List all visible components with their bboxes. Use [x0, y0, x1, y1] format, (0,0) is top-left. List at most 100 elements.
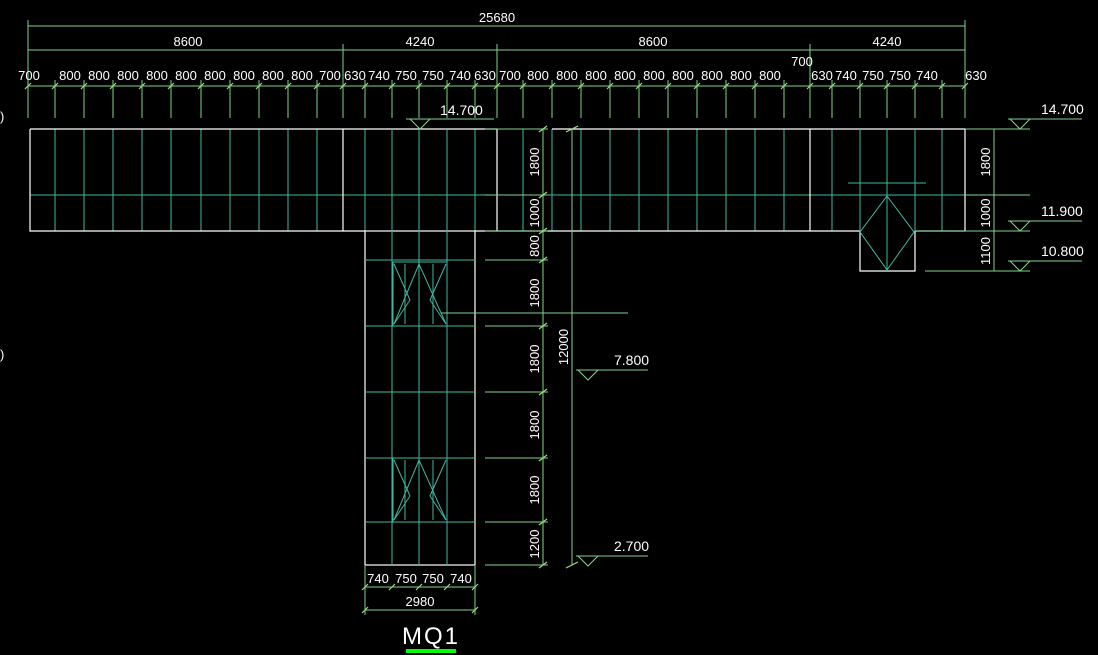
column-window-upper: [392, 261, 448, 327]
bottom-dimensions: 740 750 750 740 2980: [361, 566, 479, 615]
detail-tick: [51, 82, 59, 90]
vertical-tick: [538, 125, 548, 133]
detail-dim-label: 800: [643, 68, 665, 83]
detail-tick: [806, 82, 814, 90]
span-dim-label: 4240: [873, 34, 902, 49]
detail-dim-label: 800: [117, 68, 139, 83]
detail-tick: [109, 82, 117, 90]
level-label: 2.700: [614, 538, 649, 554]
detail-dim-label: 800: [175, 68, 197, 83]
vertical-column-panels: [364, 129, 628, 566]
detail-dim-label: 750: [395, 68, 417, 83]
vertical-dim-label: 1800: [527, 476, 542, 505]
overall-dim-label: 25680: [479, 10, 515, 25]
span-dim-label: 8600: [174, 34, 203, 49]
vertical-dim-label: 1800: [527, 279, 542, 308]
right-vertical-dim-label: 1000: [978, 199, 993, 228]
vertical-tick: [538, 561, 548, 569]
detail-tick: [664, 82, 672, 90]
vertical-tick: [538, 388, 548, 396]
detail-tick: [388, 82, 396, 90]
detail-dim-label: 630: [811, 68, 833, 83]
bottom-tick: [471, 583, 479, 591]
vertical-dimension-chain: 1800 1000 800 1800 1800 1800 1800 1200 1…: [485, 125, 579, 569]
detail-dim-label: 800: [204, 68, 226, 83]
vertical-tick: [538, 454, 548, 462]
top-beam-panels: [29, 128, 966, 232]
detail-dim-label: 700: [791, 54, 813, 69]
detail-dim-label: 800: [88, 68, 110, 83]
level-marker: 14.700: [1008, 101, 1084, 130]
right-vertical-dim-label: 1100: [978, 237, 993, 265]
vertical-tick: [538, 256, 548, 264]
detail-dim-label: 740: [835, 68, 857, 83]
vertical-total-label: 12000: [556, 329, 571, 365]
bottom-dim-label: 740: [367, 571, 389, 586]
detail-tick: [443, 82, 451, 90]
vertical-dim-label: 1800: [527, 345, 542, 374]
vertical-tick: [538, 191, 548, 199]
detail-dim-label: 630: [344, 68, 366, 83]
detail-tick: [197, 82, 205, 90]
detail-dim-label: 750: [862, 68, 884, 83]
bottom-total-label: 2980: [406, 594, 435, 609]
detail-dim-label: 800: [614, 68, 636, 83]
vertical-tick: [538, 322, 548, 330]
detail-tick: [493, 82, 501, 90]
title-underline: [406, 649, 456, 653]
level-marker: 11.900: [1008, 203, 1083, 232]
bottom-tick: [361, 583, 369, 591]
detail-tick: [911, 82, 919, 90]
detail-tick: [548, 82, 556, 90]
detail-dim-label: 800: [527, 68, 549, 83]
bottom-total-tick: [471, 606, 479, 614]
detail-tick: [361, 82, 369, 90]
detail-tick: [471, 82, 479, 90]
detail-dim-label: 800: [233, 68, 255, 83]
detail-dim-label: 700: [319, 68, 341, 83]
detail-dim-label: 800: [672, 68, 694, 83]
vertical-total-tick: [565, 125, 579, 133]
level-marker: 10.800: [1008, 243, 1084, 272]
detail-tick: [856, 82, 864, 90]
level-marker: 14.700: [406, 102, 494, 130]
detail-tick: [313, 82, 321, 90]
detail-dim-label: 800: [146, 68, 168, 83]
bottom-tick: [388, 583, 396, 591]
overall-dimension: 25680: [27, 10, 966, 90]
bottom-dim-label: 740: [450, 571, 472, 586]
edge-mark: ): [0, 109, 4, 124]
detail-dim-label: 630: [474, 68, 496, 83]
detail-dim-label: 630: [965, 68, 987, 83]
detail-tick: [339, 82, 347, 90]
detail-dim-label: 800: [701, 68, 723, 83]
detail-dim-label: 740: [916, 68, 938, 83]
level-label: 10.800: [1041, 243, 1084, 259]
detail-dim-label: 740: [368, 68, 390, 83]
detail-tick: [226, 82, 234, 90]
detail-tick: [415, 82, 423, 90]
right-vertical-dimensions: 1800 1000 1100: [915, 128, 1030, 272]
bottom-dim-label: 750: [395, 571, 417, 586]
drawing-title: MQ1: [402, 623, 460, 650]
span-dim-label: 8600: [639, 34, 668, 49]
detail-tick: [883, 82, 891, 90]
level-markers: 14.700 14.700 11.900 10.800 7.800 2.700: [406, 101, 1084, 567]
bottom-tick: [443, 583, 451, 591]
vertical-dim-label: 1800: [527, 411, 542, 440]
level-marker: 2.700: [576, 538, 649, 567]
detail-tick: [693, 82, 701, 90]
detail-tick: [255, 82, 263, 90]
detail-dim-label: 750: [889, 68, 911, 83]
detail-tick: [828, 82, 836, 90]
detail-tick: [938, 82, 946, 90]
span-dimensions: 8600 4240 8600 4240: [28, 34, 965, 90]
bottom-tick: [415, 583, 423, 591]
detail-dim-label: 800: [262, 68, 284, 83]
level-label: 14.700: [1041, 101, 1084, 117]
detail-dim-label: 700: [18, 68, 40, 83]
detail-tick: [722, 82, 730, 90]
detail-tick: [24, 82, 32, 90]
bottom-total-tick: [361, 606, 369, 614]
